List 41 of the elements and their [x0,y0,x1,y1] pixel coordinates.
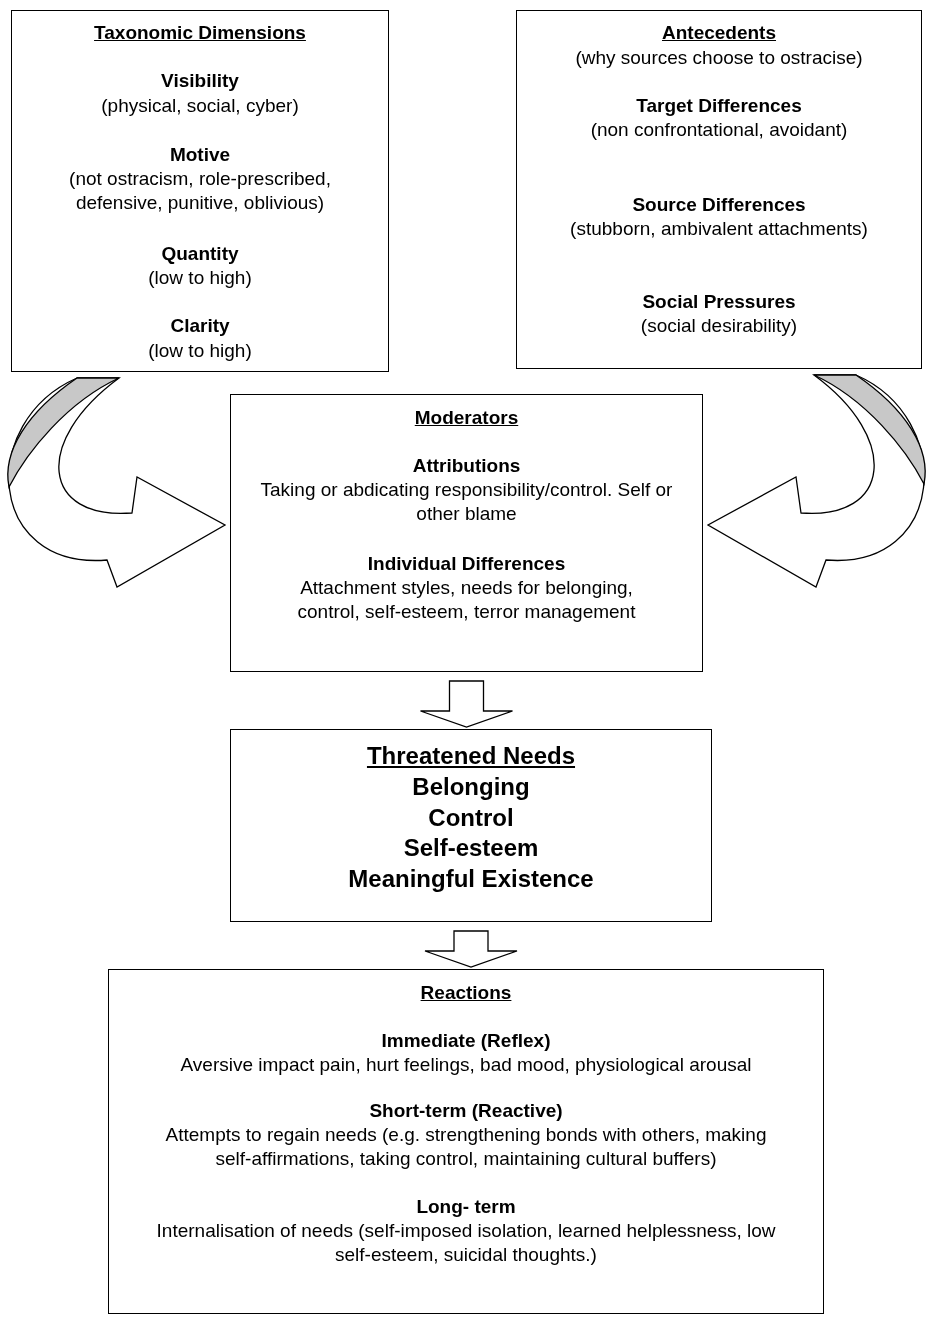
heading: Reactions [419,981,513,1005]
subheading: Short-term (Reactive) [368,1099,564,1123]
need-label: Self-esteem [402,833,540,863]
heading: Threatened Needs [365,741,577,771]
subheading: Target Differences [635,94,803,118]
description: (why sources choose to ostracise) [574,46,864,70]
description: (low to high) [147,266,253,290]
subheading: Clarity [169,314,231,338]
block-arrow [419,680,514,728]
need-label: Belonging [411,772,531,802]
text-box [230,729,712,922]
subheading: Long- term [415,1195,517,1219]
text-box [516,10,922,369]
description: Attachment styles, needs for belonging, control, self-esteem, terror management [296,576,637,624]
subheading: Motive [168,143,232,167]
block-arrow [424,930,518,968]
description: Internalisation of needs (self-imposed isolation, learned helplessness, low self-esteem, suicidal thoughts.) [155,1219,777,1267]
description: (low to high) [147,339,253,363]
heading: Taxonomic Dimensions [93,21,307,45]
description: (non confrontational, avoidant) [589,118,849,142]
text-box [11,10,389,372]
subheading: Individual Differences [366,552,567,576]
subheading: Source Differences [631,193,807,217]
description: Taking or abdicating responsibility/control. Self or other blame [259,478,674,526]
need-label: Meaningful Existence [347,863,595,894]
description: (social desirability) [639,314,799,338]
text-box [230,394,703,672]
heading: Moderators [413,406,520,430]
description: (physical, social, cyber) [100,94,300,118]
subheading: Social Pressures [641,290,797,314]
description: (not ostracism, role-prescribed, defensive, punitive, oblivious) [68,167,332,215]
subheading: Attributions [411,454,522,478]
description: Aversive impact pain, hurt feelings, bad mood, physiological arousal [179,1053,753,1077]
subheading: Quantity [160,242,240,266]
heading: Antecedents [661,21,777,45]
subheading: Immediate (Reflex) [380,1029,552,1053]
description: (stubborn, ambivalent attachments) [569,217,869,241]
description: Attempts to regain needs (e.g. strengthening bonds with others, making self-affirmations, taking control, maintaining cultural buffers) [164,1123,768,1171]
need-label: Control [427,802,515,833]
text-box [108,969,824,1314]
subheading: Visibility [160,69,240,93]
